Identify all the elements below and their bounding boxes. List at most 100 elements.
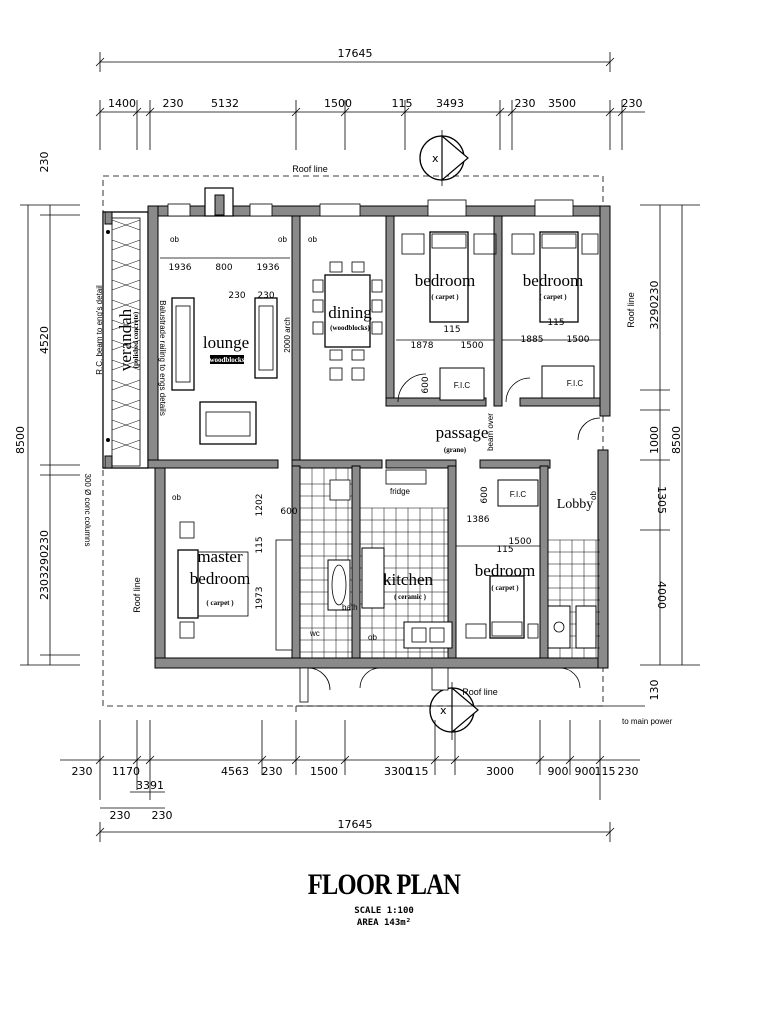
lounge-dim-c: 1936 bbox=[257, 263, 280, 273]
dining-label: dining bbox=[328, 303, 372, 322]
interior-walls: F.I.C F.I.C F.I.C bbox=[147, 215, 601, 659]
lobby: Lobby ob bbox=[557, 491, 598, 512]
to-main-power: to main power bbox=[622, 717, 673, 726]
kitchen: fridge kitchen ( ceramic ) bbox=[383, 469, 434, 601]
fic-1: F.I.C bbox=[454, 381, 471, 390]
beam-note: R.C. beam to eng's detail bbox=[95, 285, 104, 375]
dim-bot-4: 230 bbox=[262, 765, 283, 778]
bath-label: bath bbox=[342, 603, 358, 612]
dim-top-4: 1500 bbox=[324, 97, 352, 110]
lounge: 1936 800 1936 230 230 lounge (woodblocks… bbox=[158, 235, 290, 445]
master-ob: ob bbox=[172, 493, 181, 502]
roof-line-label-top: Roof line bbox=[292, 164, 328, 174]
roof-line-label-left: Roof line bbox=[132, 577, 142, 613]
plan-title: FLOOR PLAN bbox=[307, 868, 461, 901]
master-dim-d: 1973 bbox=[255, 587, 265, 610]
dim-top-5: 115 bbox=[392, 97, 413, 110]
dim-bot-3: 4563 bbox=[221, 765, 249, 778]
master-dim-a: 1202 bbox=[255, 494, 265, 517]
bedroom1-sub: ( carpet ) bbox=[431, 293, 459, 301]
verandah: verandah (polished concrete) R.C. beam t… bbox=[83, 211, 149, 546]
arch-label: 2000 arch bbox=[283, 317, 292, 353]
dim-bot-8: 3000 bbox=[486, 765, 514, 778]
bed1-dim-c: 115 bbox=[443, 325, 460, 335]
dim-bot-5: 1500 bbox=[310, 765, 338, 778]
master-label: master bbox=[197, 547, 243, 566]
entry: to main power bbox=[295, 667, 673, 726]
master-wc: wc bbox=[309, 629, 320, 638]
dim-top-9: 230 bbox=[622, 97, 643, 110]
kitchen-sub: ( ceramic ) bbox=[394, 593, 427, 601]
section-x-top: x bbox=[432, 152, 439, 165]
passage-label: passage bbox=[436, 423, 489, 442]
dim-bot-1: 230 bbox=[72, 765, 93, 778]
bed3-dim-b: 1500 bbox=[509, 537, 532, 547]
dim-right-1000: 1000 bbox=[648, 426, 661, 454]
bedroom-1: bedroom ( carpet ) 115 1878 1500 600 bbox=[396, 231, 497, 394]
bed1-dim-a: 1878 bbox=[411, 341, 434, 351]
passage-sub: (grano) bbox=[444, 446, 467, 454]
balustrade-note: Balustrade railing to engs details bbox=[158, 300, 167, 416]
top-dimensions: 17645 1400 230 5132 1500 115 3493 230 35… bbox=[95, 47, 645, 150]
verandah-sub: (polished concrete) bbox=[132, 311, 140, 368]
lounge-dim-e: 230 bbox=[257, 291, 274, 301]
dim-bot-10: 900 bbox=[575, 765, 596, 778]
bedroom2-sub: ( carpet ) bbox=[539, 293, 567, 301]
title-block: FLOOR PLAN SCALE 1:100 AREA 143m² bbox=[0, 868, 768, 928]
bedroom1-label: bedroom bbox=[415, 271, 475, 290]
dim-left-8500: 8500 bbox=[14, 426, 27, 454]
dim-top-8: 3500 bbox=[548, 97, 576, 110]
kitchen-ob: ob bbox=[368, 633, 377, 642]
dining: dining (woodblocks) 2000 arch ob bbox=[283, 235, 383, 381]
dim-top-2: 230 bbox=[163, 97, 184, 110]
dim-right-4000: 4000 bbox=[655, 581, 668, 609]
left-dimensions: 230 4520 2303290230 8500 bbox=[14, 152, 80, 666]
dim-top-overall: 17645 bbox=[338, 47, 373, 60]
plan-area: AREA 143m² bbox=[356, 918, 412, 928]
dining-ob: ob bbox=[308, 235, 317, 244]
passage: passage (grano) beam over bbox=[397, 373, 601, 454]
lounge-ob-2: ob bbox=[278, 235, 287, 244]
bed1-win: 600 bbox=[421, 376, 431, 393]
dim-bot-sub-b: 230 bbox=[152, 809, 173, 822]
dim-bot-2: 1170 bbox=[112, 765, 140, 778]
lobby-ob: ob bbox=[589, 491, 598, 500]
dim-bottom-overall: 17645 bbox=[338, 818, 373, 831]
lobby-label: Lobby bbox=[557, 497, 594, 512]
outer-walls bbox=[147, 187, 611, 669]
bed3-win: 600 bbox=[480, 486, 490, 503]
bed2-dim-b: 1500 bbox=[567, 335, 590, 345]
section-x-bottom: x bbox=[440, 704, 447, 717]
bedroom-3: bedroom ( carpet ) 1386 1500 115 600 bbox=[456, 486, 540, 639]
dim-bot-6: 3300 bbox=[384, 765, 412, 778]
dining-sub: (woodblocks) bbox=[330, 324, 370, 332]
dim-right-130: 130 bbox=[648, 680, 661, 701]
bed3-dim-a: 1386 bbox=[467, 515, 490, 525]
dim-right-1305: 1305 bbox=[655, 486, 668, 514]
section-mark-top: x bbox=[419, 130, 469, 186]
dim-bot-7: 115 bbox=[408, 765, 429, 778]
dim-right-8500: 8500 bbox=[670, 426, 683, 454]
fic-2: F.I.C bbox=[567, 379, 584, 388]
dim-top-6: 3493 bbox=[436, 97, 464, 110]
bed2-dim-a: 1885 bbox=[521, 335, 544, 345]
dim-left-lower: 2303290230 bbox=[38, 530, 51, 600]
bathrooms: wc bath ob bbox=[275, 468, 600, 658]
bedroom3-sub: ( carpet ) bbox=[491, 584, 519, 592]
dim-bot-3391: 3391 bbox=[136, 779, 164, 792]
master-dim-b: 600 bbox=[280, 507, 297, 517]
bed1-dim-b: 1500 bbox=[461, 341, 484, 351]
lounge-ob: ob bbox=[170, 235, 179, 244]
dim-bot-11: 115 bbox=[595, 765, 616, 778]
lounge-dim-a: 1936 bbox=[169, 263, 192, 273]
dim-bot-sub-a: 230 bbox=[110, 809, 131, 822]
master-sub: ( carpet ) bbox=[206, 599, 234, 607]
dim-top-3: 5132 bbox=[211, 97, 239, 110]
lounge-dim-b: 800 bbox=[215, 263, 232, 273]
beam-over-note: beam over bbox=[486, 413, 495, 451]
columns bbox=[106, 230, 110, 442]
lounge-sub: (woodblocks) bbox=[207, 356, 247, 364]
fic-3: F.I.C bbox=[510, 490, 527, 499]
master-bedroom: master bedroom ( carpet ) 1202 600 115 1… bbox=[172, 493, 298, 639]
